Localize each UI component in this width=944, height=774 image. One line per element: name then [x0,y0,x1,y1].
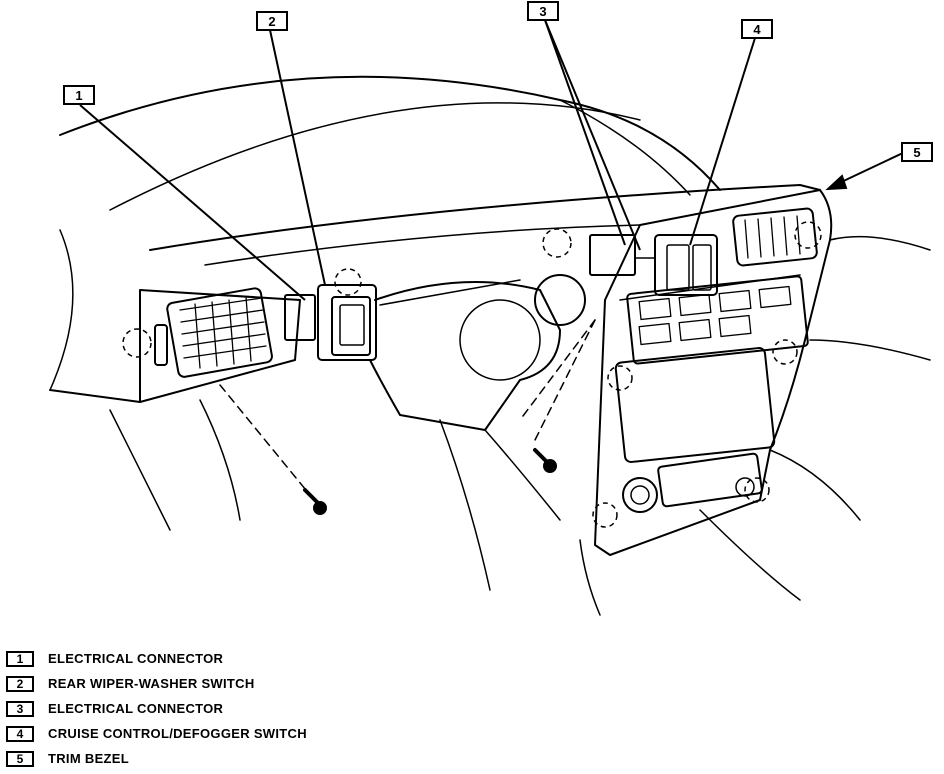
left-dash-side [49,229,74,391]
callout-box-5 [901,142,933,162]
left-lower2 [199,399,241,521]
legend-row: 3 ELECTRICAL CONNECTOR [6,696,606,721]
switch-4-body [654,234,718,296]
console-left [579,539,601,616]
leader-line-4 [689,37,756,246]
console-right [699,509,801,601]
leader-line-5 [834,151,906,186]
legend: 1 ELECTRICAL CONNECTOR 2 REAR WIPER-WASH… [6,646,606,771]
center-screw-path2 [519,319,596,421]
clip-circle [542,228,572,258]
callout-num-2: 2 [268,14,275,29]
leader-line-3b [544,19,641,251]
clip-circle [772,339,798,365]
control-panel [626,275,809,365]
clip-circle [592,502,618,528]
callout-num-1: 1 [75,88,82,103]
legend-number-box: 4 [6,725,34,742]
switch-2-body [317,284,377,361]
column-lower [439,419,491,591]
callout-num-3: 3 [539,4,546,19]
roof-line [109,102,641,211]
clip-circle [744,477,770,503]
clip-circle [334,268,362,296]
callout-num-5: 5 [913,145,920,160]
legend-number-box: 1 [6,650,34,667]
legend-row: 1 ELECTRICAL CONNECTOR [6,646,606,671]
legend-label: TRIM BEZEL [48,751,129,766]
callout-box-4 [741,19,773,39]
clip-circle [607,365,633,391]
steering-hub [459,299,541,381]
legend-label: ELECTRICAL CONNECTOR [48,651,224,666]
left-screw-icon [303,488,327,515]
callout-box-3 [527,1,559,21]
legend-label: ELECTRICAL CONNECTOR [48,701,224,716]
windshield-line [59,75,721,191]
dash-upper-edge [204,224,641,266]
left-floor [49,389,141,403]
callout-box-1 [63,85,95,105]
left-thumbwheel [154,324,168,366]
legend-row: 2 REAR WIPER-WASHER SWITCH [6,671,606,696]
callout-box-2 [256,11,288,31]
legend-label: REAR WIPER-WASHER SWITCH [48,676,255,691]
legend-row: 5 TRIM BEZEL [6,746,606,771]
lower-knob [622,477,658,513]
arrowhead-5 [825,174,848,191]
steering-column-shroud [369,281,561,431]
leader-line-3 [544,19,626,246]
left-screw-path [219,384,311,496]
connector-3 [589,234,636,276]
switch-2-face [331,296,371,356]
dash-top [149,184,821,251]
left-dash-panel [139,289,301,403]
clip-circle [122,328,152,358]
legend-number-box: 2 [6,675,34,692]
legend-label: CRUISE CONTROL/DEFOGGER SWITCH [48,726,307,741]
center-screw-icon [533,448,557,473]
legend-number-box: 5 [6,750,34,767]
right-vent [732,207,818,267]
radio-opening [614,347,776,463]
legend-number-box: 3 [6,700,34,717]
left-lower [109,409,171,531]
clip-circle [794,221,822,249]
center-screw-path [534,319,596,441]
callout-num-4: 4 [753,22,761,37]
left-vent [166,287,273,378]
leader-line-1 [79,104,306,301]
lower-panel [657,452,763,508]
ignition-ring [534,274,586,326]
dashboard-diagram: 1 2 3 4 5 [49,1,933,616]
leader-line-2 [269,29,326,286]
legend-row: 4 CRUISE CONTROL/DEFOGGER SWITCH [6,721,606,746]
a-pillar [559,99,691,196]
